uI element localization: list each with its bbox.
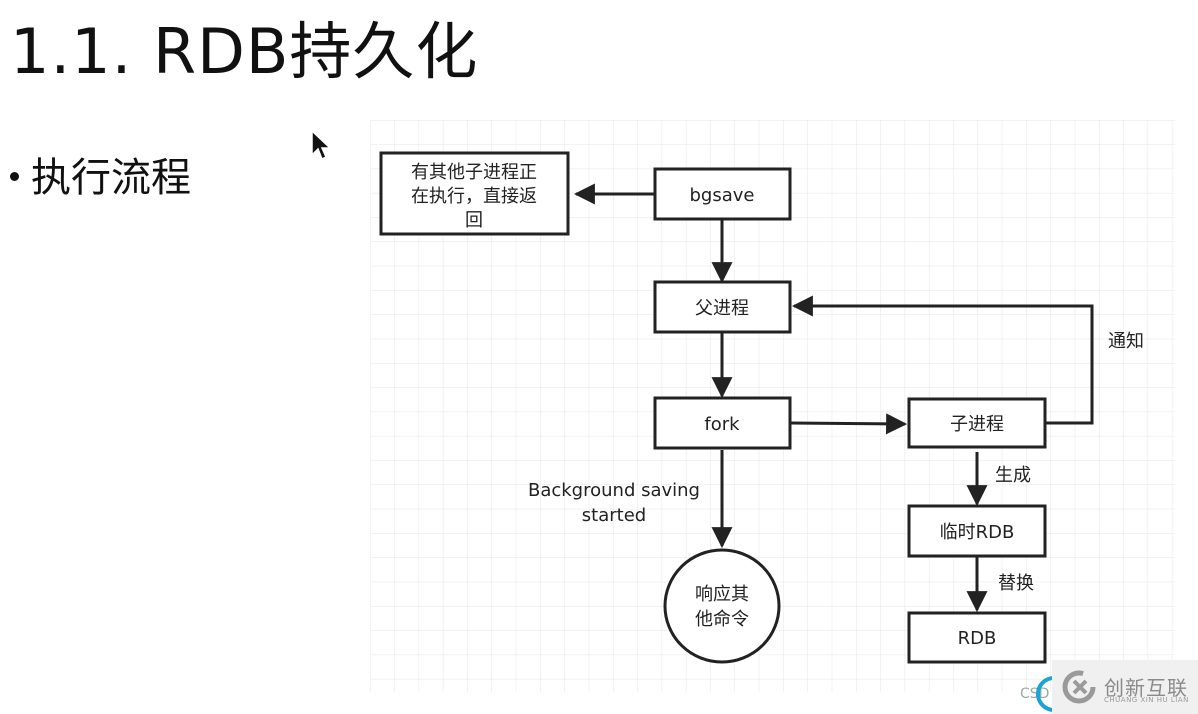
edge-child-notify-parent	[791, 295, 1094, 425]
respond-text-2: 他命令	[695, 609, 749, 630]
bgsave-label: bgsave	[690, 185, 755, 206]
watermark-partial-text: CSD	[1020, 686, 1050, 702]
node-respond-other-commands	[663, 548, 781, 664]
csdn-logo-icon	[1036, 676, 1055, 712]
return-box-text-1: 有其他子进程正	[411, 162, 537, 183]
node-fork	[653, 396, 792, 450]
bullet-text: 执行流程	[31, 155, 191, 201]
node-temp-rdb	[907, 504, 1047, 558]
return-box-text-3: 回	[465, 210, 483, 231]
slide-title: 1.1. RDB持久化	[10, 15, 479, 88]
child-process-label: 子进程	[950, 414, 1004, 435]
node-bgsave	[653, 167, 792, 221]
node-child-process	[907, 397, 1047, 449]
node-parent-process	[653, 280, 792, 334]
brand-logo-icon	[1062, 670, 1096, 704]
bullet-dot	[10, 171, 19, 181]
brand-name: 创新互联	[1104, 676, 1188, 700]
bullet-item: 执行流程	[10, 150, 191, 206]
bg-saving-label-2: started	[582, 505, 646, 526]
bg-saving-label-1: Background saving	[528, 480, 700, 501]
parent-process-label: 父进程	[695, 298, 749, 319]
notify-label: 通知	[1108, 331, 1144, 352]
node-rdb	[907, 611, 1047, 664]
flowchart: 有其他子进程正 在执行，直接返 回 bgsave 父进程 fork 子进程 临时…	[370, 120, 1175, 692]
return-box-text-2: 在执行，直接返	[411, 186, 537, 207]
generate-label: 生成	[995, 465, 1031, 486]
temp-rdb-label: 临时RDB	[940, 522, 1015, 543]
replace-label: 替换	[998, 573, 1034, 594]
rdb-label: RDB	[958, 628, 997, 649]
node-return-box	[379, 151, 570, 236]
mouse-cursor-icon	[311, 130, 332, 161]
watermark-badge: 创新互联 CHUANG XIN HU LIAN	[1052, 660, 1198, 714]
respond-text-1: 响应其	[695, 584, 749, 605]
fork-label: fork	[704, 414, 740, 435]
brand-subtitle: CHUANG XIN HU LIAN	[1104, 696, 1189, 704]
edge-fork-to-child	[789, 413, 908, 435]
